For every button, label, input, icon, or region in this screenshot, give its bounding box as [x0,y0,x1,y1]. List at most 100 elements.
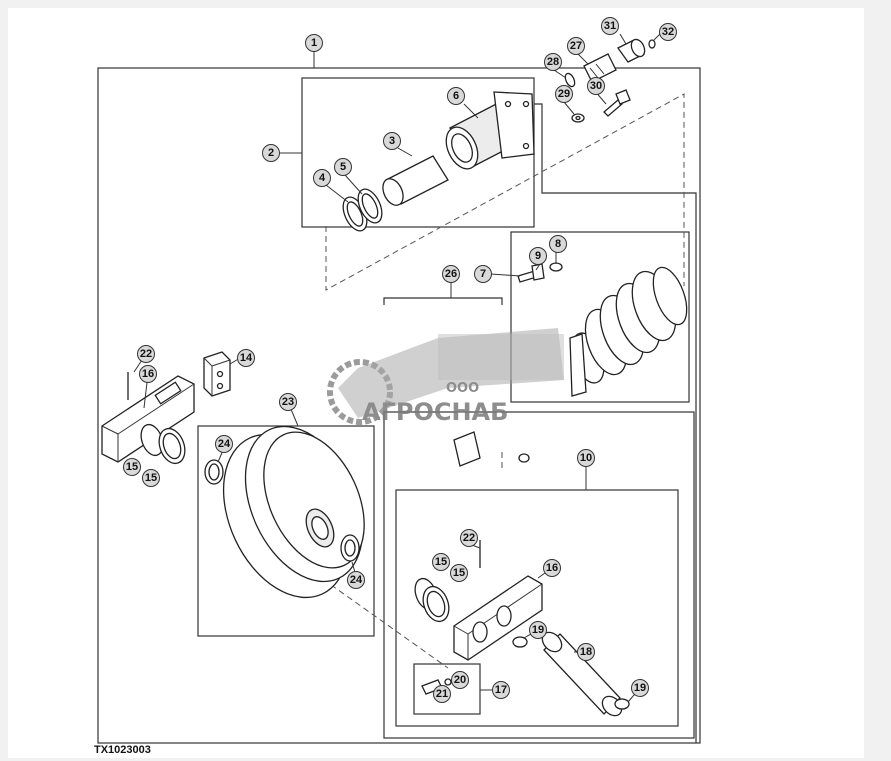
callout-30: 30 [587,77,605,95]
assembly-frame-connector [534,103,697,743]
assembly-10-inner-frame [395,489,679,727]
bracket-part-partial [453,431,481,467]
piston-tube-3 [382,155,449,206]
svg-text:14: 14 [240,352,253,364]
callout-9: 9 [529,247,547,265]
svg-text:4: 4 [319,172,326,184]
svg-text:9: 9 [535,250,541,262]
block-14 [203,351,231,397]
washer-partial [518,453,530,463]
idler-wheel-23 [222,425,365,599]
callout-15-b: 15 [142,469,160,487]
ring-19-lower [614,698,630,710]
svg-text:20: 20 [454,674,466,686]
svg-text:22: 22 [140,348,152,360]
cap-screw-30 [603,89,631,117]
callout-27: 27 [567,37,585,55]
callout-22-right: 22 [460,529,478,547]
svg-text:24: 24 [350,574,363,586]
watermark-name: АГРОСНАБ [362,398,508,426]
callout-19-lower: 19 [631,679,649,697]
recoil-spring-frame [510,231,690,403]
callout-5: 5 [334,158,352,176]
svg-text:19: 19 [634,682,646,694]
callout-22-left: 22 [137,345,155,363]
svg-text:24: 24 [218,438,231,450]
svg-text:29: 29 [558,88,570,100]
valve-body-31 [617,38,646,63]
shaft-18 [541,631,623,717]
svg-text:23: 23 [282,396,294,408]
svg-text:16: 16 [546,562,558,574]
callout-32: 32 [659,23,677,41]
svg-text:3: 3 [389,135,395,147]
cap-32 [648,39,656,49]
callout-16-left: 16 [139,365,157,383]
callout-20: 20 [451,671,469,689]
callout-14: 14 [237,349,255,367]
svg-text:32: 32 [662,26,674,38]
callout-3: 3 [383,132,401,150]
bolt-9 [517,263,545,283]
callout-17: 17 [492,681,510,699]
callout-8: 8 [549,235,567,253]
svg-text:6: 6 [453,90,459,102]
callout-23: 23 [279,393,297,411]
callout-28: 28 [544,53,562,71]
watermark-prefix: ООО [446,381,479,396]
svg-text:7: 7 [480,268,486,280]
svg-text:26: 26 [445,268,457,280]
callout-15-c: 15 [432,553,450,571]
svg-text:15: 15 [126,461,138,473]
o-ring-28 [564,72,576,88]
callout-24-right: 24 [347,571,365,589]
svg-text:17: 17 [495,684,507,696]
callout-10: 10 [577,449,595,467]
seal-ring-5 [357,188,383,224]
assembly-17-frame [413,663,481,715]
watermark: ООО АГРОСНАБ [327,328,564,426]
svg-text:15: 15 [435,556,447,568]
diagram-page: ООО АГРОСНАБ 1 2 3 4 5 6 7 8 9 10 14 15 … [8,8,864,758]
callout-15-d: 15 [450,564,468,582]
callout-26: 26 [442,265,460,283]
svg-text:22: 22 [463,532,475,544]
figure-id: TX1023003 [94,744,151,756]
svg-text:30: 30 [590,80,602,92]
seal-15-left [140,423,186,465]
exploded-parts-diagram: ООО АГРОСНАБ 1 2 3 4 5 6 7 8 9 10 14 15 … [94,17,701,756]
cylinder-6 [445,91,535,170]
washer-29 [571,113,585,123]
callout-15-a: 15 [123,458,141,476]
svg-text:15: 15 [145,472,157,484]
alignment-dash-top [325,93,685,291]
callout-31: 31 [601,17,619,35]
svg-text:15: 15 [453,567,465,579]
washer-8 [549,262,563,272]
seal-15-right [414,577,450,623]
callout-29: 29 [555,85,573,103]
callout-24-left: 24 [215,435,233,453]
svg-text:21: 21 [436,688,448,700]
callout-1: 1 [305,34,323,52]
guide-bracket-16-left [101,375,195,463]
svg-text:10: 10 [580,452,592,464]
svg-text:27: 27 [570,40,582,52]
svg-text:31: 31 [604,20,616,32]
svg-text:1: 1 [311,37,317,49]
bracket-26 [383,297,503,305]
bushing-24-left [204,459,224,485]
svg-text:5: 5 [340,161,346,173]
recoil-spring [569,266,688,397]
grease-fitting-27 [583,53,617,83]
bushing-24-right [340,534,360,562]
svg-text:28: 28 [547,56,559,68]
assembly-10-frame [383,411,695,739]
callout-19-upper: 19 [529,621,547,639]
callout-2: 2 [262,144,280,162]
svg-text:18: 18 [580,646,592,658]
callout-7: 7 [474,265,492,283]
guide-bracket-16-right [453,575,543,661]
callout-6: 6 [447,87,465,105]
ring-19-upper [512,636,528,648]
